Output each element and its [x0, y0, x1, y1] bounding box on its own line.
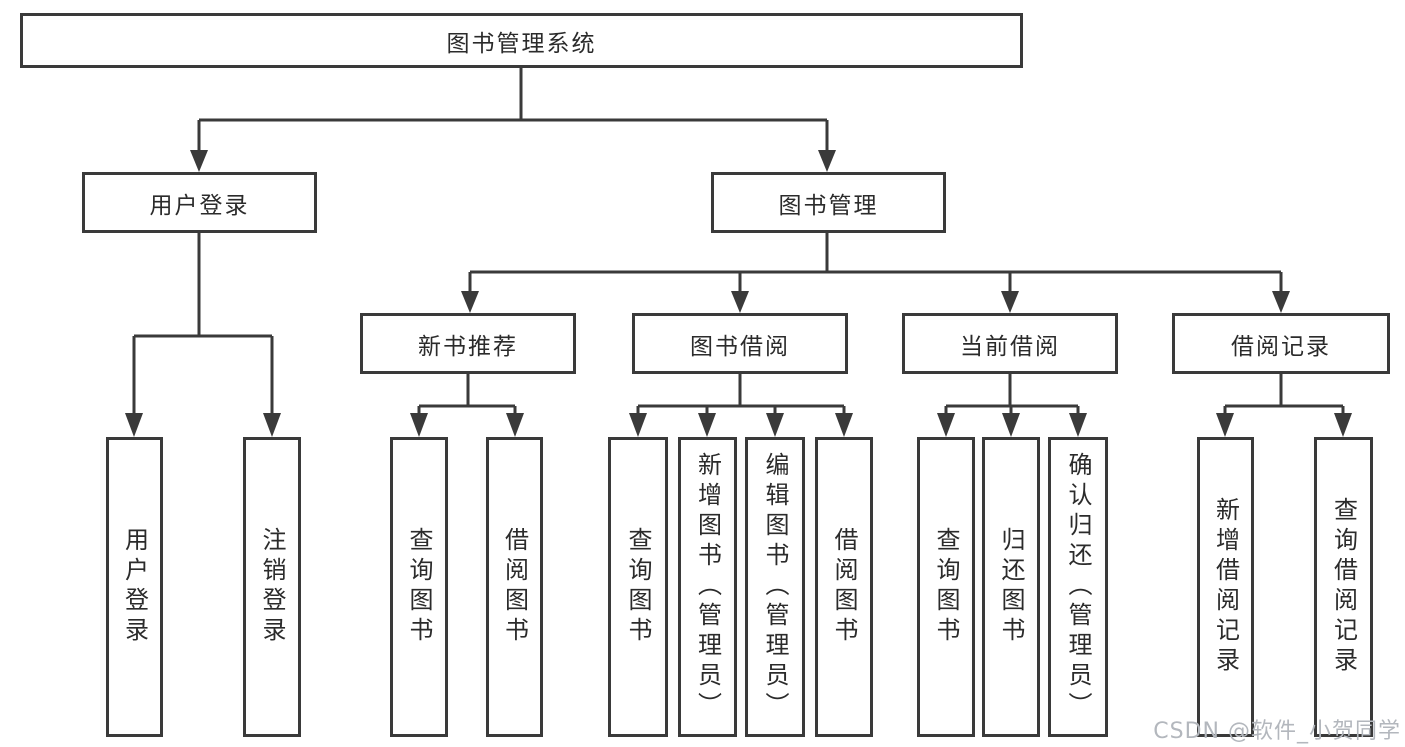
- leaf-borrow-books-recommend-label: 借阅图书: [500, 527, 529, 647]
- leaf-query-books-recommend: 查询图书: [390, 437, 448, 737]
- leaf-borrow-books-recommend: 借阅图书: [486, 437, 543, 737]
- connector-root-to-level2: [197, 68, 829, 152]
- node-new-book-recommend-label: 新书推荐: [418, 333, 518, 360]
- connector-book-borrow-branch: [636, 374, 846, 417]
- leaf-confirm-return-admin-label: 确认归还（管理员）: [1064, 452, 1092, 722]
- arrowheads-level2: [190, 150, 836, 172]
- leaf-query-borrow-record: 查询借阅记录: [1314, 437, 1373, 737]
- node-current-borrow: 当前借阅: [902, 313, 1118, 374]
- leaf-confirm-return-admin: 确认归还（管理员）: [1048, 437, 1108, 737]
- leaf-return-book: 归还图书: [982, 437, 1040, 737]
- node-borrow-records-label: 借阅记录: [1231, 333, 1331, 360]
- node-book-management-label: 图书管理: [778, 192, 879, 219]
- leaf-add-book-admin-label: 新增图书（管理员）: [693, 452, 722, 722]
- connector-current-borrow-branch: [944, 374, 1080, 417]
- leaf-logout: 注销登录: [243, 437, 301, 737]
- arrowheads-user-login-branch: [125, 413, 281, 437]
- leaf-borrow-books-label: 借阅图书: [830, 527, 858, 647]
- node-root-label: 图书管理系统: [446, 30, 597, 57]
- leaf-query-books-current-label: 查询图书: [932, 527, 960, 647]
- node-book-borrow: 图书借阅: [632, 313, 848, 374]
- leaf-edit-book-admin: 编辑图书（管理员）: [745, 437, 805, 737]
- node-user-login-label: 用户登录: [149, 192, 250, 219]
- leaf-user-login: 用户登录: [106, 437, 163, 737]
- leaf-add-borrow-record-label: 新增借阅记录: [1211, 497, 1240, 677]
- leaf-add-book-admin: 新增图书（管理员）: [678, 437, 737, 737]
- node-book-borrow-label: 图书借阅: [690, 333, 790, 360]
- leaf-query-books-borrow: 查询图书: [608, 437, 668, 737]
- node-book-management: 图书管理: [711, 172, 946, 233]
- connector-borrow-records-branch: [1223, 374, 1345, 417]
- leaf-query-books-current: 查询图书: [917, 437, 975, 737]
- leaf-return-book-label: 归还图书: [997, 527, 1025, 647]
- leaf-borrow-books: 借阅图书: [815, 437, 873, 737]
- node-current-borrow-label: 当前借阅: [960, 333, 1060, 360]
- leaf-query-books-recommend-label: 查询图书: [405, 527, 433, 647]
- leaf-edit-book-admin-label: 编辑图书（管理员）: [761, 452, 789, 722]
- connector-user-login-branch: [132, 233, 274, 417]
- arrowheads-book-management-branch: [461, 291, 1290, 313]
- arrowheads-new-book-branch: [410, 413, 524, 437]
- leaf-query-books-borrow-label: 查询图书: [624, 527, 652, 647]
- arrowheads-book-borrow-branch: [629, 413, 853, 437]
- leaf-add-borrow-record: 新增借阅记录: [1197, 437, 1254, 737]
- arrowheads-borrow-records-branch: [1216, 413, 1352, 437]
- leaf-user-login-label: 用户登录: [120, 527, 149, 647]
- connector-book-management-branch: [468, 233, 1283, 293]
- leaf-logout-label: 注销登录: [258, 527, 286, 647]
- connector-new-book-branch: [417, 374, 517, 417]
- arrowheads-current-borrow-branch: [937, 413, 1087, 437]
- node-new-book-recommend: 新书推荐: [360, 313, 576, 374]
- node-borrow-records: 借阅记录: [1172, 313, 1390, 374]
- node-root: 图书管理系统: [20, 13, 1023, 68]
- leaf-query-borrow-record-label: 查询借阅记录: [1329, 497, 1358, 677]
- node-user-login: 用户登录: [82, 172, 317, 233]
- csdn-watermark: CSDN @软件_小贺同学: [1153, 719, 1401, 744]
